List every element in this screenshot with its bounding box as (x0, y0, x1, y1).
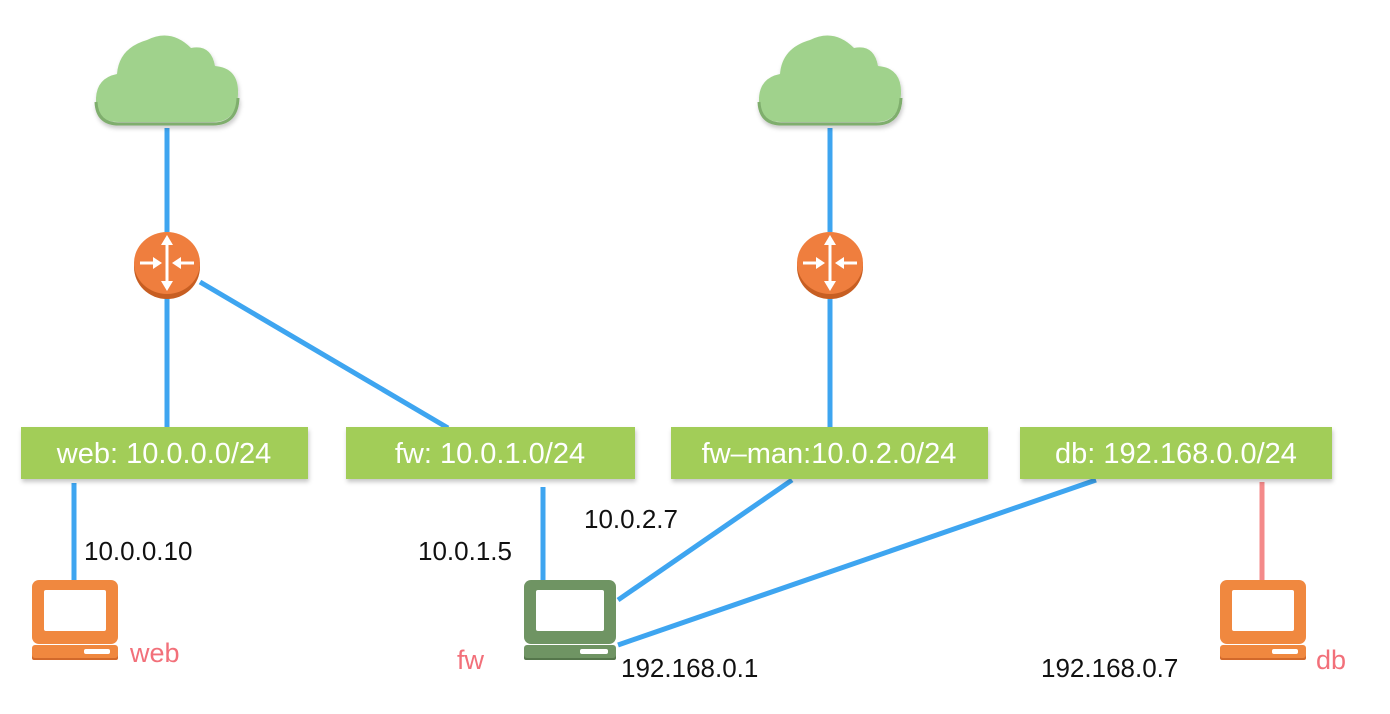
computer-icon (524, 580, 616, 660)
link-router1-fw-subnet (198, 279, 450, 431)
computer-icon (1220, 580, 1306, 660)
ip-fw-net: 10.0.1.5 (418, 536, 512, 566)
router-icon (797, 232, 863, 299)
subnet-fw-man-label: fw–man:10.0.2.0/24 (702, 438, 957, 470)
subnet-db: db: 192.168.0.0/24 (1020, 427, 1332, 479)
host-label-db: db (1316, 645, 1346, 675)
link-fwman-subnet-fw-host (616, 477, 794, 603)
router-icon (134, 232, 200, 299)
cloud-icon (757, 35, 903, 126)
subnet-fw: fw: 10.0.1.0/24 (346, 427, 635, 479)
host-label-web: web (129, 638, 180, 668)
ip-web-host: 10.0.0.10 (84, 536, 192, 566)
ip-db-host: 192.168.0.7 (1041, 653, 1178, 683)
links (71, 128, 1265, 648)
ip-fw-db: 192.168.0.1 (621, 653, 758, 683)
subnet-db-label: db: 192.168.0.0/24 (1055, 438, 1297, 470)
ip-fw-man: 10.0.2.7 (584, 504, 678, 534)
subnet-fw-man: fw–man:10.0.2.0/24 (671, 427, 988, 479)
cloud-icon (94, 35, 240, 126)
host-label-fw: fw (457, 645, 485, 675)
link-db-subnet-fw-host (617, 477, 1097, 648)
subnet-web: web: 10.0.0.0/24 (21, 427, 308, 479)
subnet-web-label: web: 10.0.0.0/24 (56, 438, 271, 470)
computer-icon (32, 580, 118, 660)
subnet-fw-label: fw: 10.0.1.0/24 (395, 438, 585, 470)
